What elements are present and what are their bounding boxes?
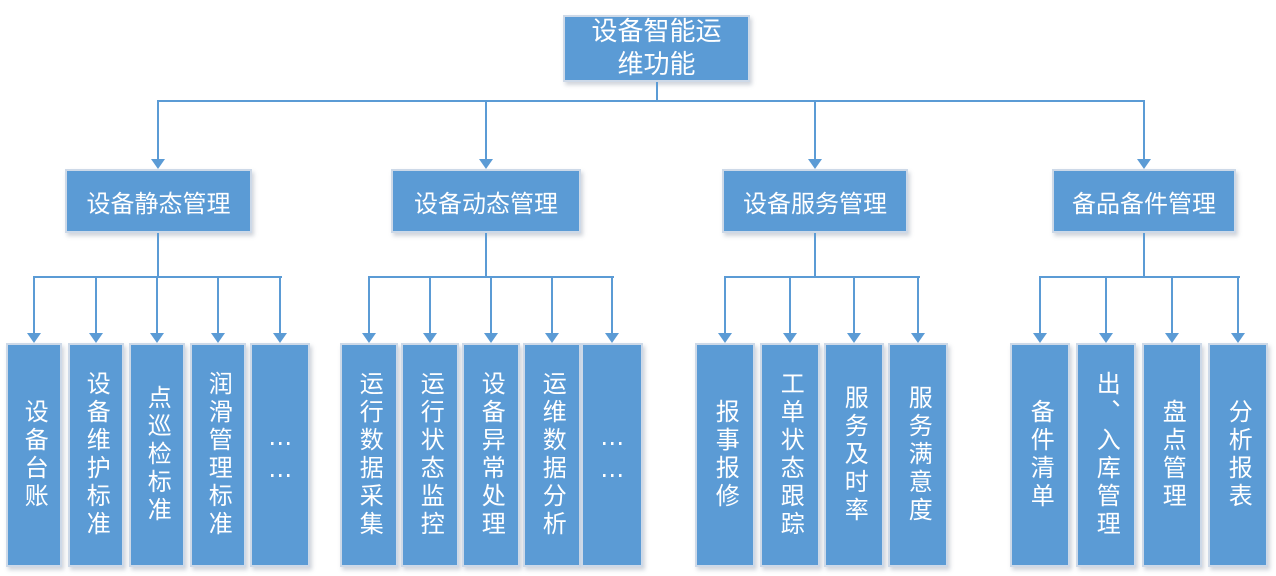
connector-leaf-drop bbox=[1171, 276, 1173, 333]
leaf-label: 出、入库管理 bbox=[1092, 371, 1121, 539]
connector-group2-stub bbox=[485, 233, 487, 278]
connector-leaf-drop bbox=[95, 276, 97, 333]
arrow-down-icon bbox=[479, 159, 493, 169]
connector-group4-rail bbox=[1039, 276, 1240, 278]
leaf-label: 设备维护标准 bbox=[82, 371, 111, 539]
leaf-label: 点巡检标准 bbox=[143, 385, 172, 525]
arrow-down-icon bbox=[362, 333, 376, 343]
leaf-more-dynamic: …… bbox=[581, 343, 643, 567]
connector-leaf-drop bbox=[33, 276, 35, 333]
connector-group3-rail bbox=[724, 276, 920, 278]
branch-service-management: 设备服务管理 bbox=[722, 169, 908, 233]
arrow-down-icon bbox=[605, 333, 619, 343]
connector-leaf-drop bbox=[917, 276, 919, 333]
connector-branch1-drop bbox=[157, 100, 159, 159]
arrow-down-icon bbox=[151, 159, 165, 169]
arrow-down-icon bbox=[211, 333, 225, 343]
leaf-operation-data-collection: 运行数据采集 bbox=[340, 343, 398, 567]
branch-static-management: 设备静态管理 bbox=[65, 169, 252, 233]
branch-label: 设备动态管理 bbox=[414, 189, 558, 218]
branch-label: 设备静态管理 bbox=[86, 189, 231, 218]
leaf-label: 运维数据分析 bbox=[538, 371, 567, 539]
leaf-label: 设备台账 bbox=[20, 399, 49, 511]
connector-leaf-drop bbox=[368, 276, 370, 333]
arrow-down-icon bbox=[273, 333, 287, 343]
leaf-label: 分析报表 bbox=[1224, 399, 1253, 511]
root-node-label: 设备智能运维功能 bbox=[591, 17, 722, 80]
leaf-operation-status-monitoring: 运行状态监控 bbox=[401, 343, 459, 567]
leaf-label: …… bbox=[598, 423, 627, 487]
leaf-maintenance-standard: 设备维护标准 bbox=[68, 343, 124, 567]
arrow-down-icon bbox=[150, 333, 164, 343]
arrow-down-icon bbox=[1231, 333, 1245, 343]
arrow-down-icon bbox=[89, 333, 103, 343]
connector-branch2-drop bbox=[485, 100, 487, 159]
connector-leaf-drop bbox=[1039, 276, 1041, 333]
leaf-equipment-ledger: 设备台账 bbox=[6, 343, 62, 567]
connector-leaf-drop bbox=[279, 276, 281, 333]
leaf-label: 盘点管理 bbox=[1158, 399, 1187, 511]
arrow-down-icon bbox=[1165, 333, 1179, 343]
leaf-lubrication-standard: 润滑管理标准 bbox=[190, 343, 246, 567]
leaf-label: 工单状态跟踪 bbox=[776, 371, 805, 539]
connector-leaf-drop bbox=[217, 276, 219, 333]
arrow-down-icon bbox=[847, 333, 861, 343]
connector-branch3-drop bbox=[814, 100, 816, 159]
leaf-more-static: …… bbox=[250, 343, 310, 567]
leaf-inbound-outbound-management: 出、入库管理 bbox=[1076, 343, 1136, 567]
connector-group4-stub bbox=[1143, 233, 1145, 278]
arrow-down-icon bbox=[783, 333, 797, 343]
leaf-label: 报事报修 bbox=[711, 399, 740, 511]
connector-leaf-drop bbox=[1105, 276, 1107, 333]
branch-label: 备品备件管理 bbox=[1072, 189, 1216, 218]
arrow-down-icon bbox=[718, 333, 732, 343]
leaf-stocktaking-management: 盘点管理 bbox=[1142, 343, 1202, 567]
leaf-label: 运行数据采集 bbox=[355, 371, 384, 539]
connector-branch4-drop bbox=[1143, 100, 1145, 159]
connector-level1-rail bbox=[157, 100, 1145, 102]
branch-spare-parts-management: 备品备件管理 bbox=[1052, 169, 1236, 233]
leaf-label: 服务满意度 bbox=[904, 385, 933, 525]
leaf-analysis-report: 分析报表 bbox=[1208, 343, 1268, 567]
leaf-inspection-standard: 点巡检标准 bbox=[129, 343, 185, 567]
connector-leaf-drop bbox=[611, 276, 613, 333]
leaf-service-satisfaction: 服务满意度 bbox=[888, 343, 948, 567]
root-node: 设备智能运维功能 bbox=[563, 15, 750, 82]
connector-leaf-drop bbox=[853, 276, 855, 333]
connector-leaf-drop bbox=[724, 276, 726, 333]
connector-leaf-drop bbox=[490, 276, 492, 333]
leaf-label: …… bbox=[266, 423, 295, 487]
connector-leaf-drop bbox=[156, 276, 158, 333]
branch-dynamic-management: 设备动态管理 bbox=[391, 169, 581, 233]
arrow-down-icon bbox=[808, 159, 822, 169]
leaf-spare-parts-list: 备件清单 bbox=[1010, 343, 1070, 567]
arrow-down-icon bbox=[1033, 333, 1047, 343]
leaf-label: 备件清单 bbox=[1026, 399, 1055, 511]
connector-root-stub bbox=[656, 82, 658, 102]
connector-group3-stub bbox=[814, 233, 816, 278]
connector-leaf-drop bbox=[789, 276, 791, 333]
arrow-down-icon bbox=[545, 333, 559, 343]
connector-leaf-drop bbox=[1237, 276, 1239, 333]
arrow-down-icon bbox=[1099, 333, 1113, 343]
leaf-label: 服务及时率 bbox=[840, 385, 869, 525]
leaf-om-data-analysis: 运维数据分析 bbox=[523, 343, 581, 567]
arrow-down-icon bbox=[1137, 159, 1151, 169]
arrow-down-icon bbox=[423, 333, 437, 343]
arrow-down-icon bbox=[911, 333, 925, 343]
leaf-incident-repair-report: 报事报修 bbox=[695, 343, 755, 567]
leaf-label: 设备异常处理 bbox=[477, 371, 506, 539]
leaf-service-timeliness: 服务及时率 bbox=[824, 343, 884, 567]
branch-label: 设备服务管理 bbox=[743, 189, 887, 218]
connector-leaf-drop bbox=[551, 276, 553, 333]
connector-leaf-drop bbox=[429, 276, 431, 333]
connector-group1-stub bbox=[157, 233, 159, 278]
leaf-work-order-tracking: 工单状态跟踪 bbox=[760, 343, 820, 567]
leaf-label: 运行状态监控 bbox=[416, 371, 445, 539]
leaf-label: 润滑管理标准 bbox=[204, 371, 233, 539]
leaf-equipment-exception-handling: 设备异常处理 bbox=[462, 343, 520, 567]
arrow-down-icon bbox=[484, 333, 498, 343]
arrow-down-icon bbox=[27, 333, 41, 343]
